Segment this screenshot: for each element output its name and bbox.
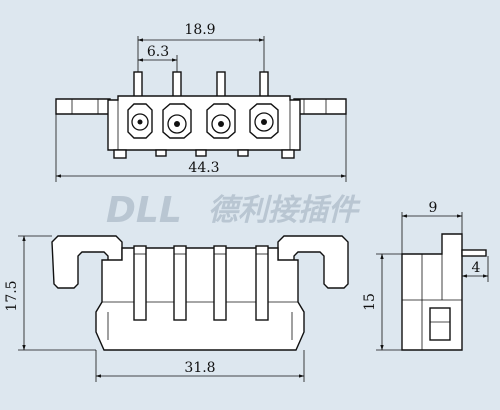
receptacle-2 (162, 103, 192, 139)
front-view: 17.5 31.8 (4, 235, 349, 382)
dim-pin-pitch: 6.3 (147, 44, 169, 60)
dim-front-height: 17.5 (4, 280, 20, 311)
watermark: DLL 德利接插件 (106, 190, 361, 231)
top-view: 18.9 6.3 (55, 22, 347, 182)
front-pins (133, 245, 269, 321)
receptacle-3 (206, 103, 236, 139)
dim-top-width: 18.9 (184, 22, 215, 38)
dim-pin-offset: 4 (472, 260, 481, 276)
dim-total-width: 44.3 (188, 160, 219, 176)
receptacle-1 (127, 103, 153, 139)
top-bottom-tabs (113, 149, 295, 159)
dim-side-height: 15 (362, 293, 378, 311)
dim-side-width: 9 (429, 200, 438, 216)
watermark-brand: DLL (106, 190, 182, 231)
receptacle-4 (249, 103, 279, 139)
watermark-chinese: 德利接插件 (208, 193, 361, 228)
side-view: 9 4 15 (362, 200, 489, 351)
dim-front-width: 31.8 (184, 360, 215, 376)
